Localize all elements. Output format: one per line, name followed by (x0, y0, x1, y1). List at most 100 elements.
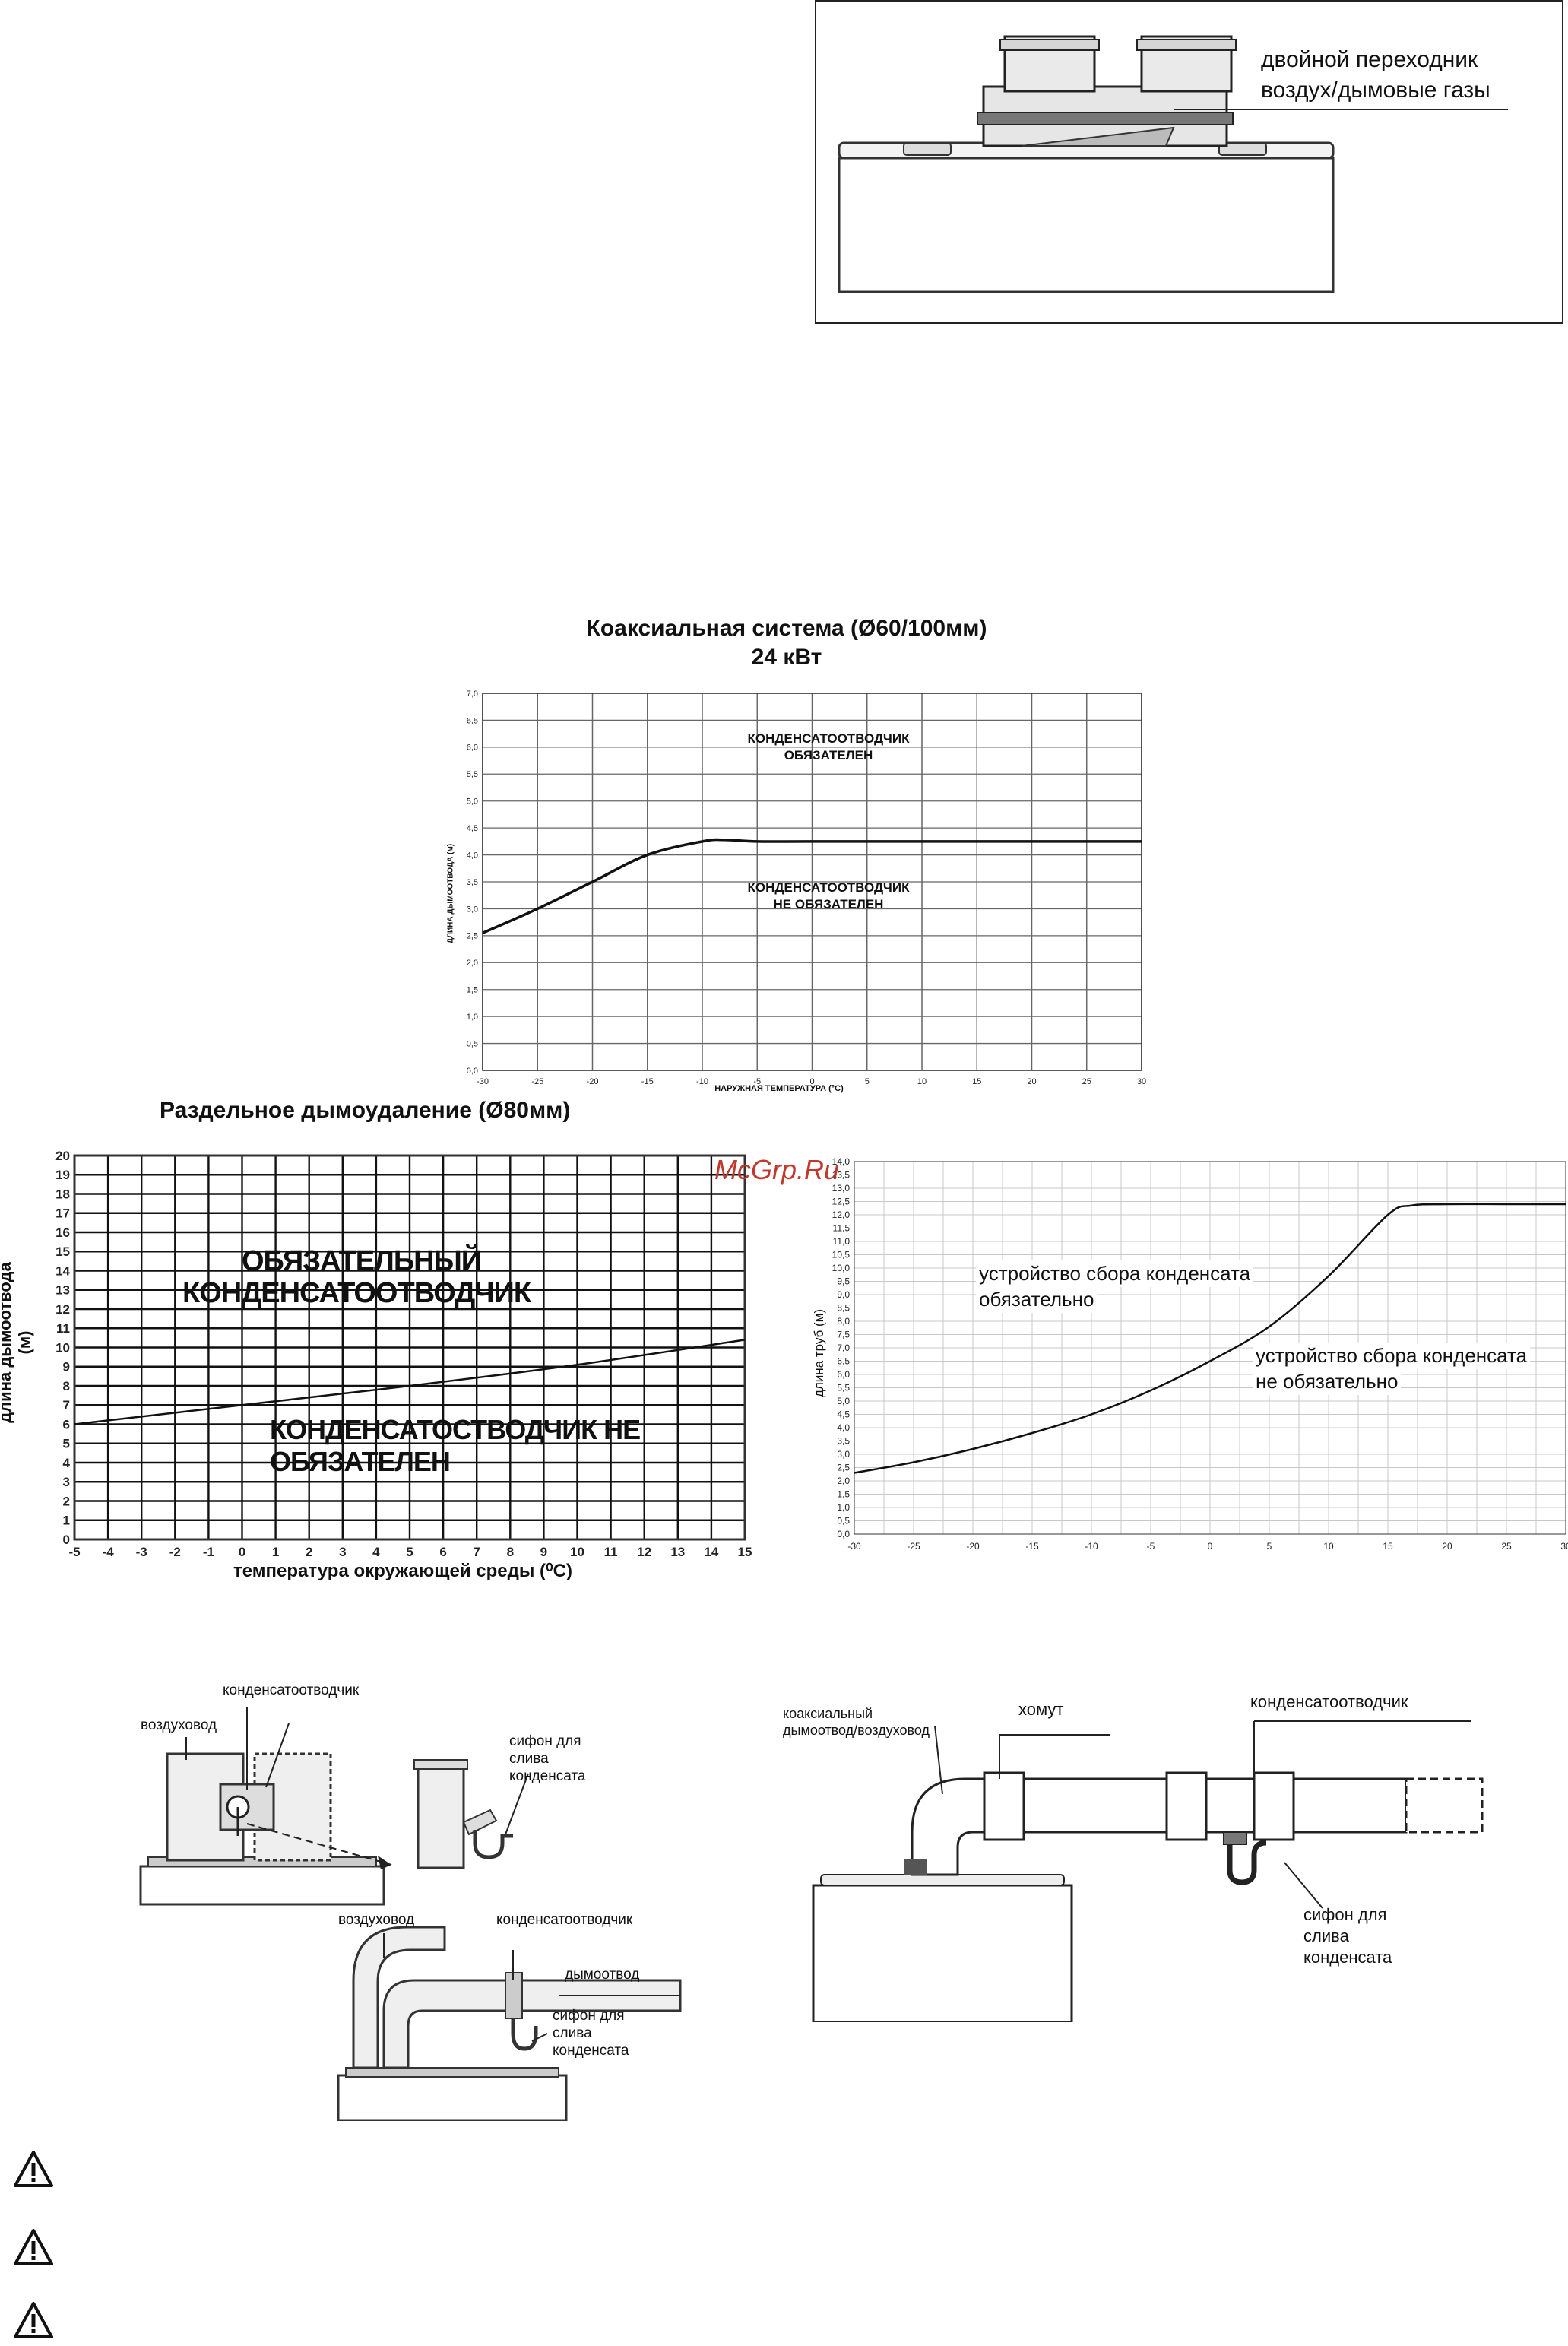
x-tick-label: 0 (809, 1077, 814, 1086)
y-tick-label: 8 (63, 1379, 70, 1393)
left-air-duct-label-2: воздуховод (338, 1912, 415, 1928)
chart-separate-region-above-1: ОБЯЗАТЕЛЬНЫЙ (242, 1245, 482, 1277)
x-tick-label: -1 (203, 1545, 214, 1559)
y-tick-label: 2,5 (837, 1463, 850, 1473)
adapter-drawing (838, 35, 1508, 293)
y-tick-label: 2,0 (837, 1476, 850, 1486)
y-tick-label: 1,0 (467, 1013, 478, 1022)
x-tick-label: 4 (372, 1545, 380, 1559)
y-tick-label: 6,5 (467, 716, 478, 725)
y-tick-label: 13,0 (832, 1183, 851, 1194)
y-tick-label: 8,5 (837, 1303, 850, 1314)
chart-coaxial-region-above-1: КОНДЕНСАТООТВОДЧИК (747, 731, 910, 746)
chart-separate-xlabel: температура окружающей среды (⁰С) (233, 1561, 572, 1581)
y-tick-label: 5 (63, 1437, 70, 1451)
x-tick-label: 15 (972, 1077, 981, 1086)
y-tick-label: 1,5 (467, 986, 478, 995)
x-tick-label: -3 (136, 1545, 147, 1559)
right-clamp-label: хомут (1018, 1700, 1064, 1719)
chart-separate-region-below-1: КОНДЕНСАТОСТВОДЧИК НЕ (270, 1414, 641, 1445)
x-tick-label: -5 (1147, 1541, 1155, 1552)
chart-separate-region-below-2: ОБЯЗАТЕЛЕН (270, 1446, 451, 1477)
y-tick-label: 0,5 (837, 1516, 850, 1526)
y-tick-label: 4,0 (467, 851, 478, 860)
y-tick-label: 6,0 (467, 743, 478, 753)
y-tick-label: 3 (63, 1475, 70, 1489)
chart-coaxial-region-below-1: КОНДЕНСАТООТВОДЧИК (747, 880, 910, 895)
x-tick-label: 15 (738, 1545, 752, 1559)
y-tick-label: 3,5 (837, 1436, 850, 1447)
chart-third-region-above-1: устройство сбора конденсата (976, 1260, 1254, 1287)
x-tick-label: -10 (1085, 1541, 1098, 1552)
plot-frame (73, 1154, 746, 1541)
adapter-label-line1: двойной переходник (1261, 47, 1478, 72)
x-tick-label: 20 (1027, 1077, 1036, 1086)
y-tick-label: 9,5 (837, 1276, 850, 1287)
series-line (854, 1203, 1566, 1474)
y-tick-label: 6,5 (837, 1356, 850, 1367)
warning-icon (14, 2229, 53, 2265)
y-tick-label: 12,0 (832, 1209, 851, 1220)
left-siphon2-label-2: слива (553, 2025, 592, 2041)
right-condensate-trap-label: конденсатоотводчик (1250, 1692, 1408, 1711)
y-tick-label: 18 (55, 1187, 70, 1201)
y-tick-label: 17 (55, 1206, 70, 1221)
y-tick-label: 3,0 (467, 905, 478, 914)
x-tick-label: 13 (670, 1545, 685, 1559)
x-tick-label: -30 (847, 1541, 861, 1552)
adapter-label-line2: воздух/дымовые газы (1261, 78, 1490, 103)
y-tick-label: 3,0 (837, 1449, 850, 1460)
x-tick-label: -25 (531, 1077, 543, 1086)
y-tick-label: 16 (55, 1225, 70, 1240)
y-tick-label: 7 (63, 1398, 70, 1412)
right-siphon-label-1: сифон для (1303, 1905, 1387, 1924)
y-tick-label: 8,0 (837, 1316, 850, 1327)
chart-coaxial-region-above-2: ОБЯЗАТЕЛЕН (784, 748, 873, 762)
series-line (74, 1339, 746, 1425)
y-tick-label: 4,5 (467, 824, 478, 833)
y-tick-label: 1 (63, 1514, 70, 1528)
x-tick-label: 0 (239, 1545, 245, 1559)
left-siphon-label-3: конденсата (509, 1768, 586, 1784)
x-tick-label: 10 (1323, 1541, 1334, 1552)
x-tick-label: 10 (917, 1077, 927, 1086)
plot-frame (854, 1161, 1566, 1535)
left-siphon-label-2: слива (509, 1751, 549, 1767)
x-tick-label: 12 (637, 1545, 651, 1559)
warning-icon (14, 2151, 53, 2187)
warning-icon (14, 2302, 53, 2338)
y-tick-label: 13,5 (832, 1170, 851, 1181)
x-tick-label: 6 (439, 1545, 446, 1559)
chart-separate-region-above-2: КОНДЕНСАТООТВОДЧИК (182, 1277, 531, 1309)
y-tick-label: 6 (63, 1417, 70, 1431)
chart-separate-title: Раздельное дымоудаление (Ø80мм) (160, 1098, 571, 1123)
chart-third: -30-25-20-15-10-50510152025300,00,51,01,… (790, 1148, 1568, 1574)
x-tick-label: 10 (570, 1545, 584, 1559)
x-tick-label: 5 (1267, 1541, 1272, 1552)
diagram-right-drawing (812, 1720, 1484, 2022)
y-tick-label: 19 (55, 1168, 70, 1182)
y-tick-label: 13 (55, 1283, 70, 1298)
y-tick-label: 14 (55, 1263, 70, 1278)
y-tick-label: 3,5 (467, 878, 478, 887)
y-tick-label: 9 (63, 1360, 70, 1374)
plot-frame (482, 693, 1142, 1071)
watermark: McGrp.Ru (714, 1154, 840, 1185)
x-tick-label: 30 (1137, 1077, 1146, 1086)
series-line (482, 838, 1142, 934)
y-tick-label: 2 (63, 1494, 70, 1508)
y-tick-label: 4,5 (837, 1409, 850, 1420)
y-tick-label: 10,0 (832, 1263, 851, 1273)
x-tick-label: 11 (604, 1545, 618, 1559)
x-tick-label: 5 (865, 1077, 870, 1086)
x-tick-label: 15 (1383, 1541, 1393, 1552)
y-tick-label: 12 (55, 1302, 70, 1317)
y-tick-label: 2,5 (467, 932, 478, 941)
x-tick-label: 9 (540, 1545, 547, 1559)
y-tick-label: 0,5 (467, 1039, 478, 1048)
right-coaxial-label-1: коаксиальный (783, 1706, 873, 1721)
right-siphon-label-3: конденсата (1303, 1948, 1392, 1967)
diagram-left: конденсатоотводчик воздуховод сифон для … (133, 1653, 688, 2121)
x-tick-label: -15 (1025, 1541, 1039, 1552)
